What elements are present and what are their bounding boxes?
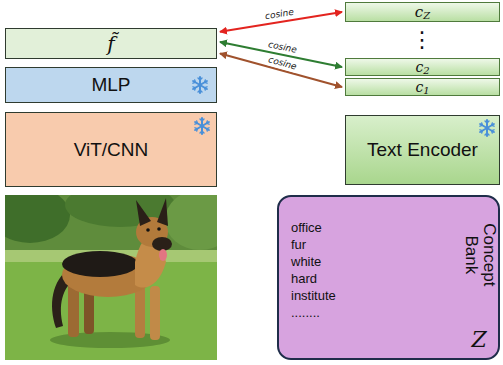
feature-box: f̃ xyxy=(5,28,217,59)
bank-symbol: Z xyxy=(472,327,487,352)
concept-embedding-bar: c1 xyxy=(345,78,500,96)
concept-bank-box: Concept BankZoffice fur white hard insti… xyxy=(277,195,500,360)
photo-content xyxy=(5,195,217,360)
bank-title: Concept Bank xyxy=(461,223,497,286)
node-label: c xyxy=(415,3,423,21)
node-label: c xyxy=(415,59,423,75)
node-label: 2 xyxy=(423,65,429,76)
similarity-arrow xyxy=(220,53,342,87)
encoder-box: ViT/CNN xyxy=(5,112,217,187)
node-label: 1 xyxy=(423,85,429,96)
node-label: f̃ xyxy=(107,32,114,56)
concept-embedding-bar: cZ xyxy=(345,2,500,22)
node-label: Text Encoder xyxy=(367,139,478,161)
concept-embedding-bar: c2 xyxy=(345,58,500,76)
node-label: ViT/CNN xyxy=(74,139,149,161)
concept-list: office fur white hard institute ........ xyxy=(291,219,336,321)
ellipsis-mark: ⋮ xyxy=(411,29,433,51)
edge-label: cosine xyxy=(266,39,298,56)
node-label: MLP xyxy=(91,74,130,96)
node-label: c xyxy=(415,79,423,95)
text-encoder-box: Text Encoder xyxy=(345,115,500,185)
node-label: Z xyxy=(423,10,430,21)
mlp-box: MLP xyxy=(5,67,217,103)
